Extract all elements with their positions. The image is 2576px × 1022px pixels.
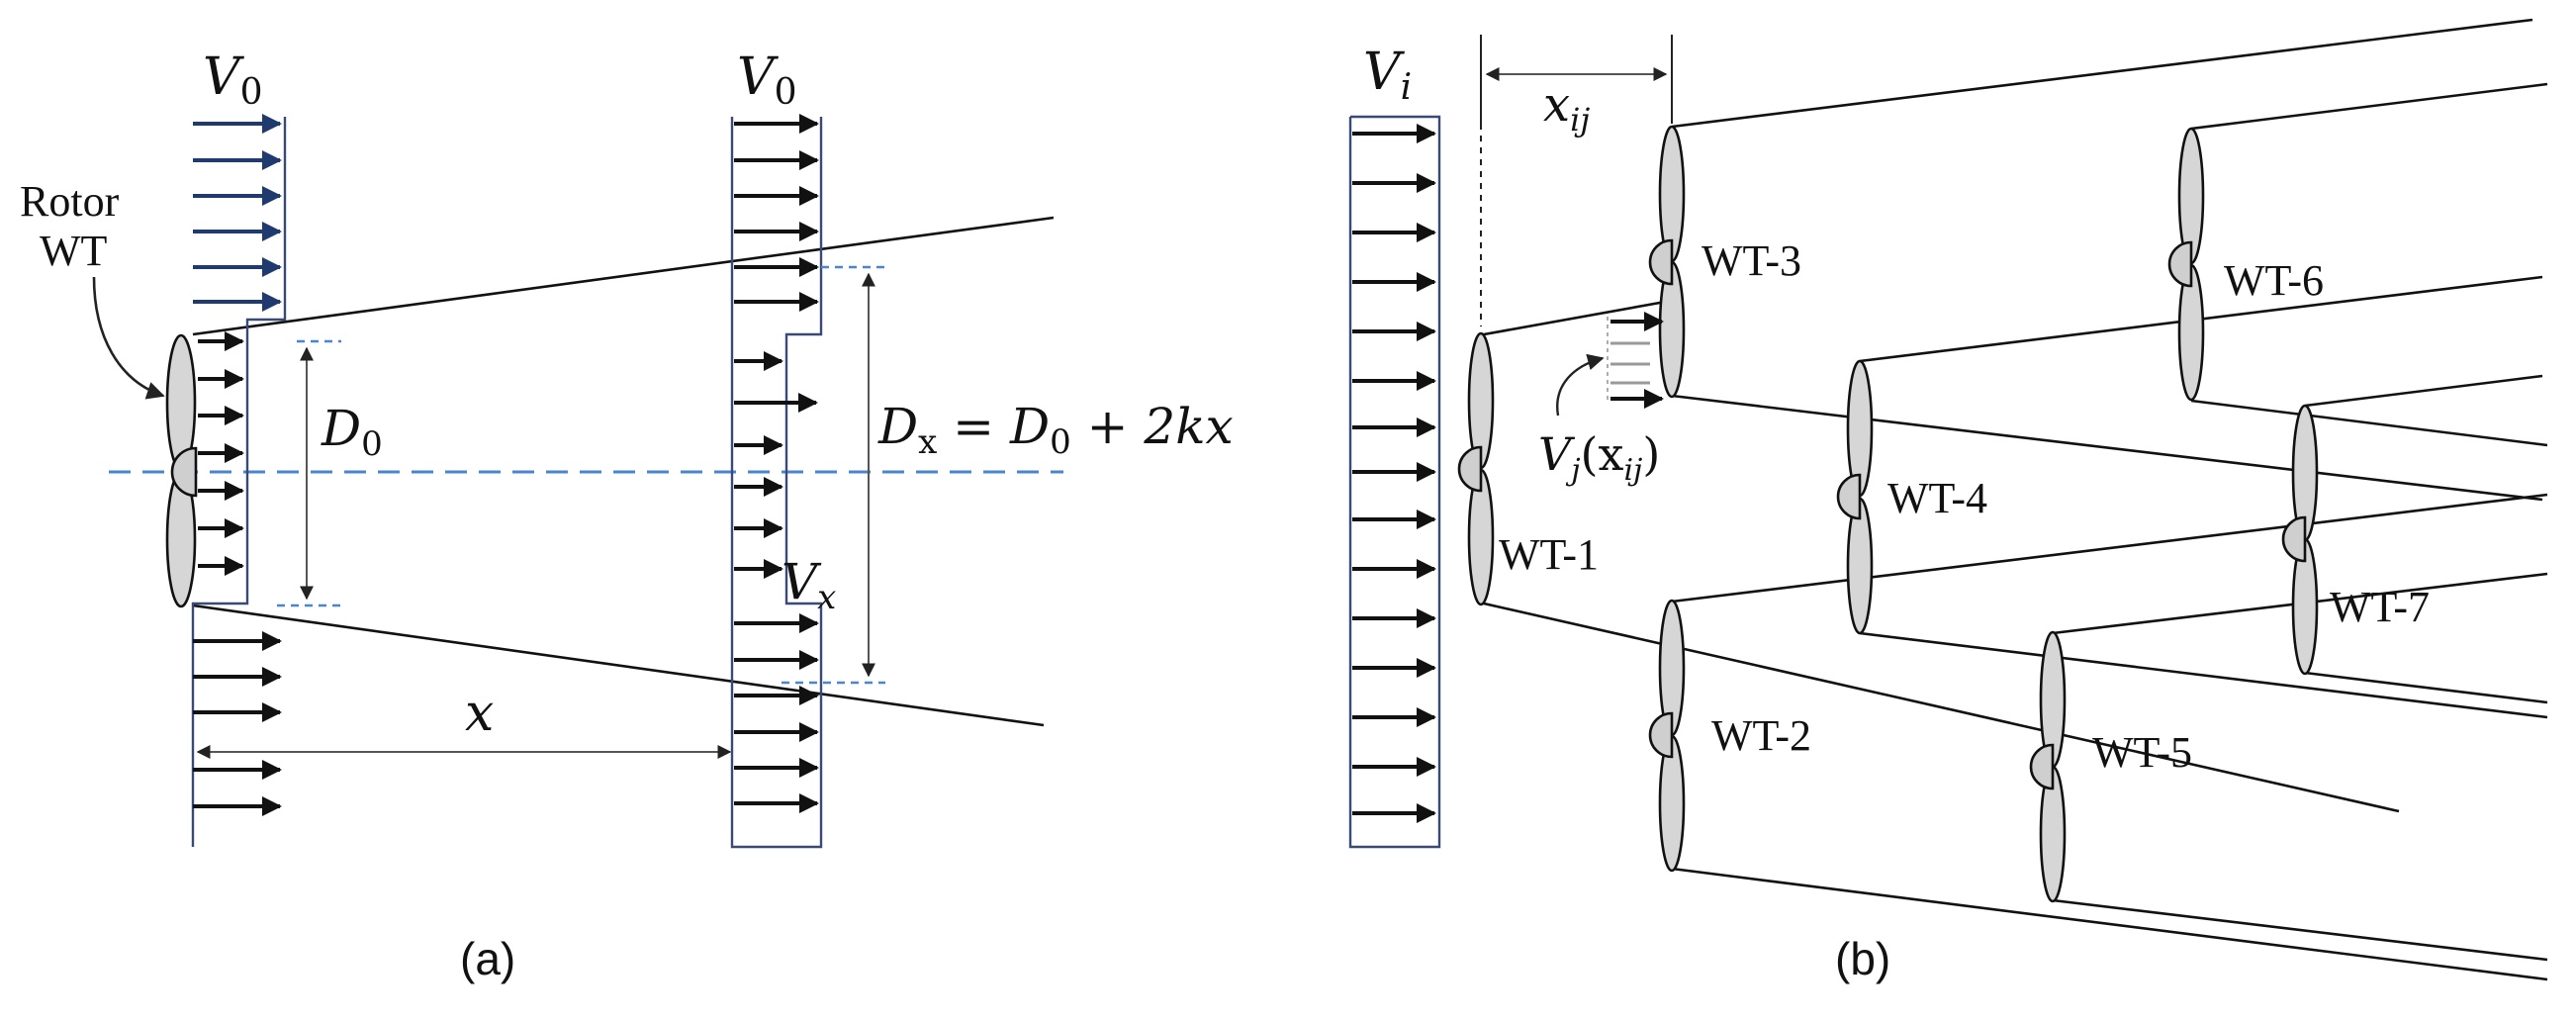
wake-diameter-label: Dx = D0 + 2kx: [877, 398, 1234, 462]
turbine-label-wt-4: WT-4: [1887, 474, 1987, 522]
panel-a-wake-upper: [192, 216, 1055, 336]
distance-x-label: x: [465, 684, 494, 743]
panel-b-inflow-label: Vi: [1363, 43, 1412, 108]
rotor-pointer-arrow: [92, 276, 165, 400]
wake-velocity-label-b: Vj(xij): [1538, 427, 1660, 488]
spacing-label: xij: [1543, 77, 1590, 139]
panel-a-wake-lower: [192, 604, 1045, 727]
panel-a-inflow-arrows: [193, 114, 282, 816]
turbine-wt-6: [2167, 127, 2205, 402]
panel-b-inflow-arrows: [1352, 124, 1436, 823]
turbine-label-wt-7: WT-7: [2330, 583, 2430, 631]
turbine-label-wt-1: WT-1: [1499, 530, 1599, 579]
panel-a-downstream-arrows: [734, 114, 819, 813]
panel-a-downstream-profile: [730, 117, 823, 849]
rotor-label-line1: Rotor: [20, 177, 120, 226]
panel-a-rotor: [165, 333, 198, 608]
wake-velocity-label: Vx: [782, 553, 836, 617]
panel-b: Vi xij: [1348, 18, 2548, 984]
wake-velocity-profile: [1607, 312, 1664, 409]
turbine-wt-7: [2281, 404, 2319, 676]
rotor-label-line2: WT: [40, 227, 108, 275]
turbine-wt-1: [1457, 331, 1495, 606]
turbine-wt-5: [2029, 630, 2067, 903]
turbine-label-wt-5: WT-5: [2092, 728, 2192, 777]
turbine-label-wt-3: WT-3: [1702, 236, 1801, 285]
panel-b-wake-lines: [1483, 18, 2548, 981]
turbine-wt-3: [1648, 125, 1686, 399]
turbine-label-wt-2: WT-2: [1711, 711, 1811, 760]
panel-a-downstream-label: V0: [737, 47, 796, 113]
wake-velocity-pointer: [1556, 353, 1605, 417]
rotor-diameter-label: D0: [321, 400, 383, 464]
panel-b-caption: (b): [1835, 933, 1890, 984]
turbine-wt-2: [1648, 599, 1686, 873]
panel-b-inflow-profile: [1348, 115, 1441, 849]
panel-a-inflow-profile: [191, 117, 287, 847]
panel-a-caption: (a): [460, 933, 515, 984]
panel-a-inflow-label: V0: [203, 47, 262, 113]
turbine-label-wt-6: WT-6: [2224, 256, 2324, 305]
panel-a: Rotor WT V0 D0: [20, 47, 1234, 984]
turbine-wt-4: [1836, 359, 1874, 635]
